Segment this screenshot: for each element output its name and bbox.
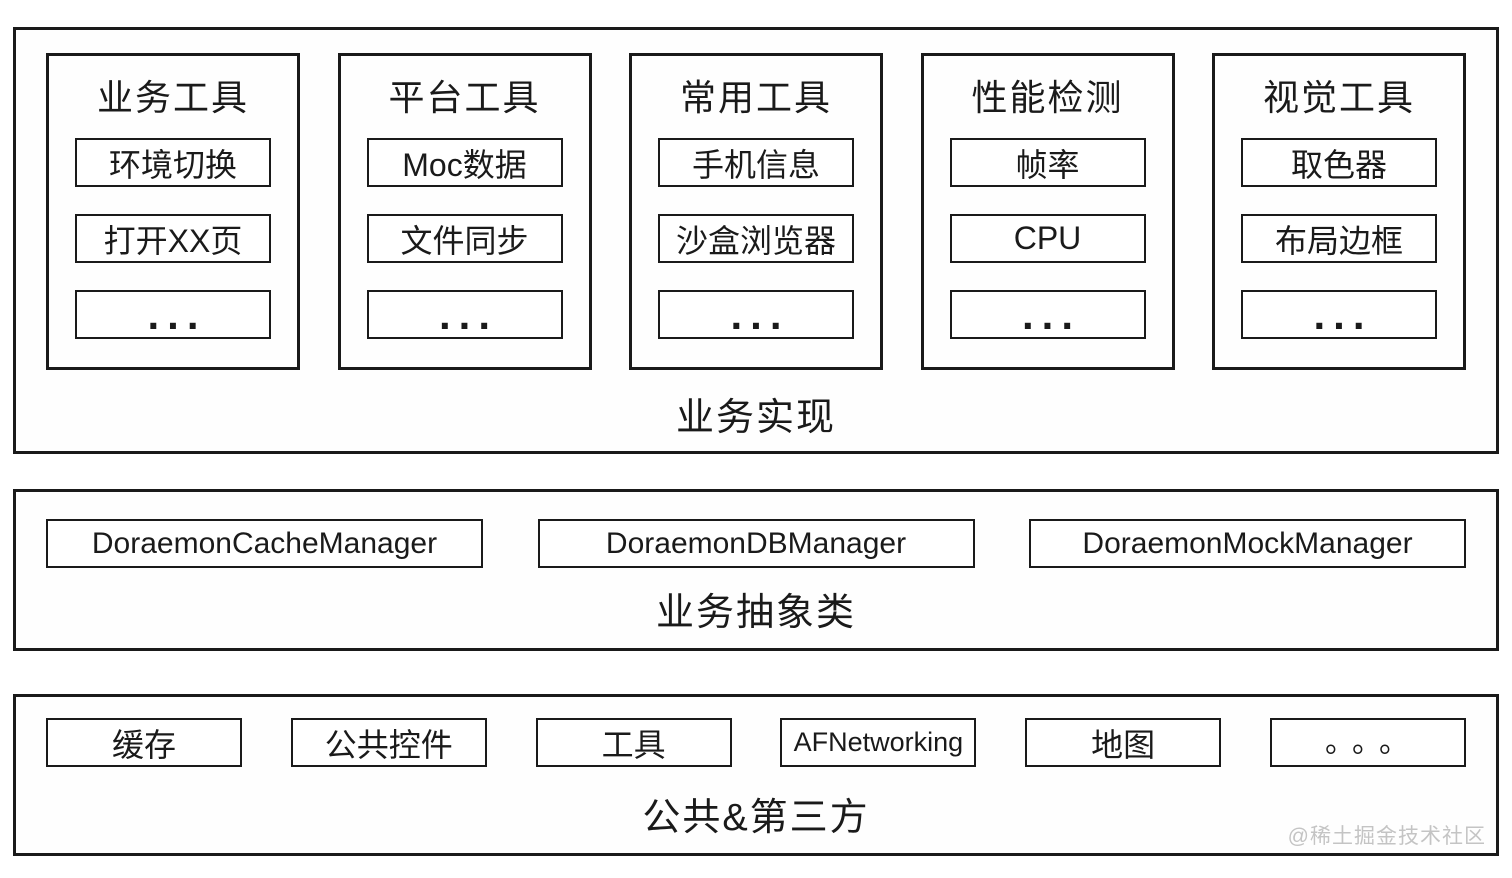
manager-box-mock: DoraemonMockManager <box>1029 519 1466 568</box>
architecture-diagram: 业务工具 环境切换 打开XX页 ... 平台工具 Moc数据 文件同步 ... … <box>13 27 1499 856</box>
tool-item: 布局边框 <box>1241 214 1437 263</box>
manager-box-cache: DoraemonCacheManager <box>46 519 483 568</box>
tool-item-ellipsis: ... <box>366 290 563 339</box>
tool-item: 手机信息 <box>658 138 854 187</box>
tool-item: Moc数据 <box>366 138 563 187</box>
tool-item: 沙盒浏览器 <box>658 214 854 263</box>
tool-item: 打开XX页 <box>75 214 271 263</box>
tool-column-business: 业务工具 环境切换 打开XX页 ... <box>46 53 300 370</box>
common-item-widgets: 公共控件 <box>290 718 487 767</box>
tier-label-common-thirdparty: 公共&第三方 <box>642 797 870 839</box>
tool-column-performance: 性能检测 帧率 CPU ... <box>920 53 1175 370</box>
tool-column-common-tools: 常用工具 手机信息 沙盒浏览器 ... <box>629 53 883 370</box>
tool-column-platform: 平台工具 Moc数据 文件同步 ... <box>337 53 592 370</box>
column-title: 性能检测 <box>971 77 1124 118</box>
column-title: 视觉工具 <box>1262 77 1415 118</box>
manager-row: DoraemonCacheManager DoraemonDBManager D… <box>46 519 1466 568</box>
column-title: 平台工具 <box>388 77 541 118</box>
tool-item: CPU <box>949 214 1146 263</box>
tier-label-business-abstraction: 业务抽象类 <box>655 592 856 634</box>
tool-item-ellipsis: ... <box>658 290 854 339</box>
common-item-map: 地图 <box>1025 718 1222 767</box>
tool-item: 环境切换 <box>75 138 271 187</box>
tier-business-abstraction: DoraemonCacheManager DoraemonDBManager D… <box>13 489 1499 651</box>
tier-business-implementation: 业务工具 环境切换 打开XX页 ... 平台工具 Moc数据 文件同步 ... … <box>13 27 1499 454</box>
tool-item-ellipsis: ... <box>75 290 271 339</box>
tool-column-visual: 视觉工具 取色器 布局边框 ... <box>1212 53 1466 370</box>
common-item-ellipsis: 。。。 <box>1269 718 1466 767</box>
common-item-cache: 缓存 <box>46 718 242 767</box>
tool-item-ellipsis: ... <box>949 290 1146 339</box>
common-items-row: 缓存 公共控件 工具 AFNetworking 地图 。。。 <box>46 718 1466 767</box>
watermark: @稀土掘金技术社区 <box>1287 825 1486 848</box>
tool-item: 文件同步 <box>366 214 563 263</box>
tool-item-ellipsis: ... <box>1241 290 1437 339</box>
tool-item: 取色器 <box>1241 138 1437 187</box>
common-item-tools: 工具 <box>535 718 732 767</box>
tool-item: 帧率 <box>949 138 1146 187</box>
common-item-afnetworking: AFNetworking <box>780 718 977 767</box>
tool-columns-row: 业务工具 环境切换 打开XX页 ... 平台工具 Moc数据 文件同步 ... … <box>46 53 1466 370</box>
tier-label-business-implementation: 业务实现 <box>675 397 836 439</box>
column-title: 常用工具 <box>679 77 832 118</box>
column-title: 业务工具 <box>96 77 249 118</box>
tier-common-thirdparty: 缓存 公共控件 工具 AFNetworking 地图 。。。 公共&第三方 @稀… <box>13 694 1499 856</box>
manager-box-db: DoraemonDBManager <box>537 519 975 568</box>
